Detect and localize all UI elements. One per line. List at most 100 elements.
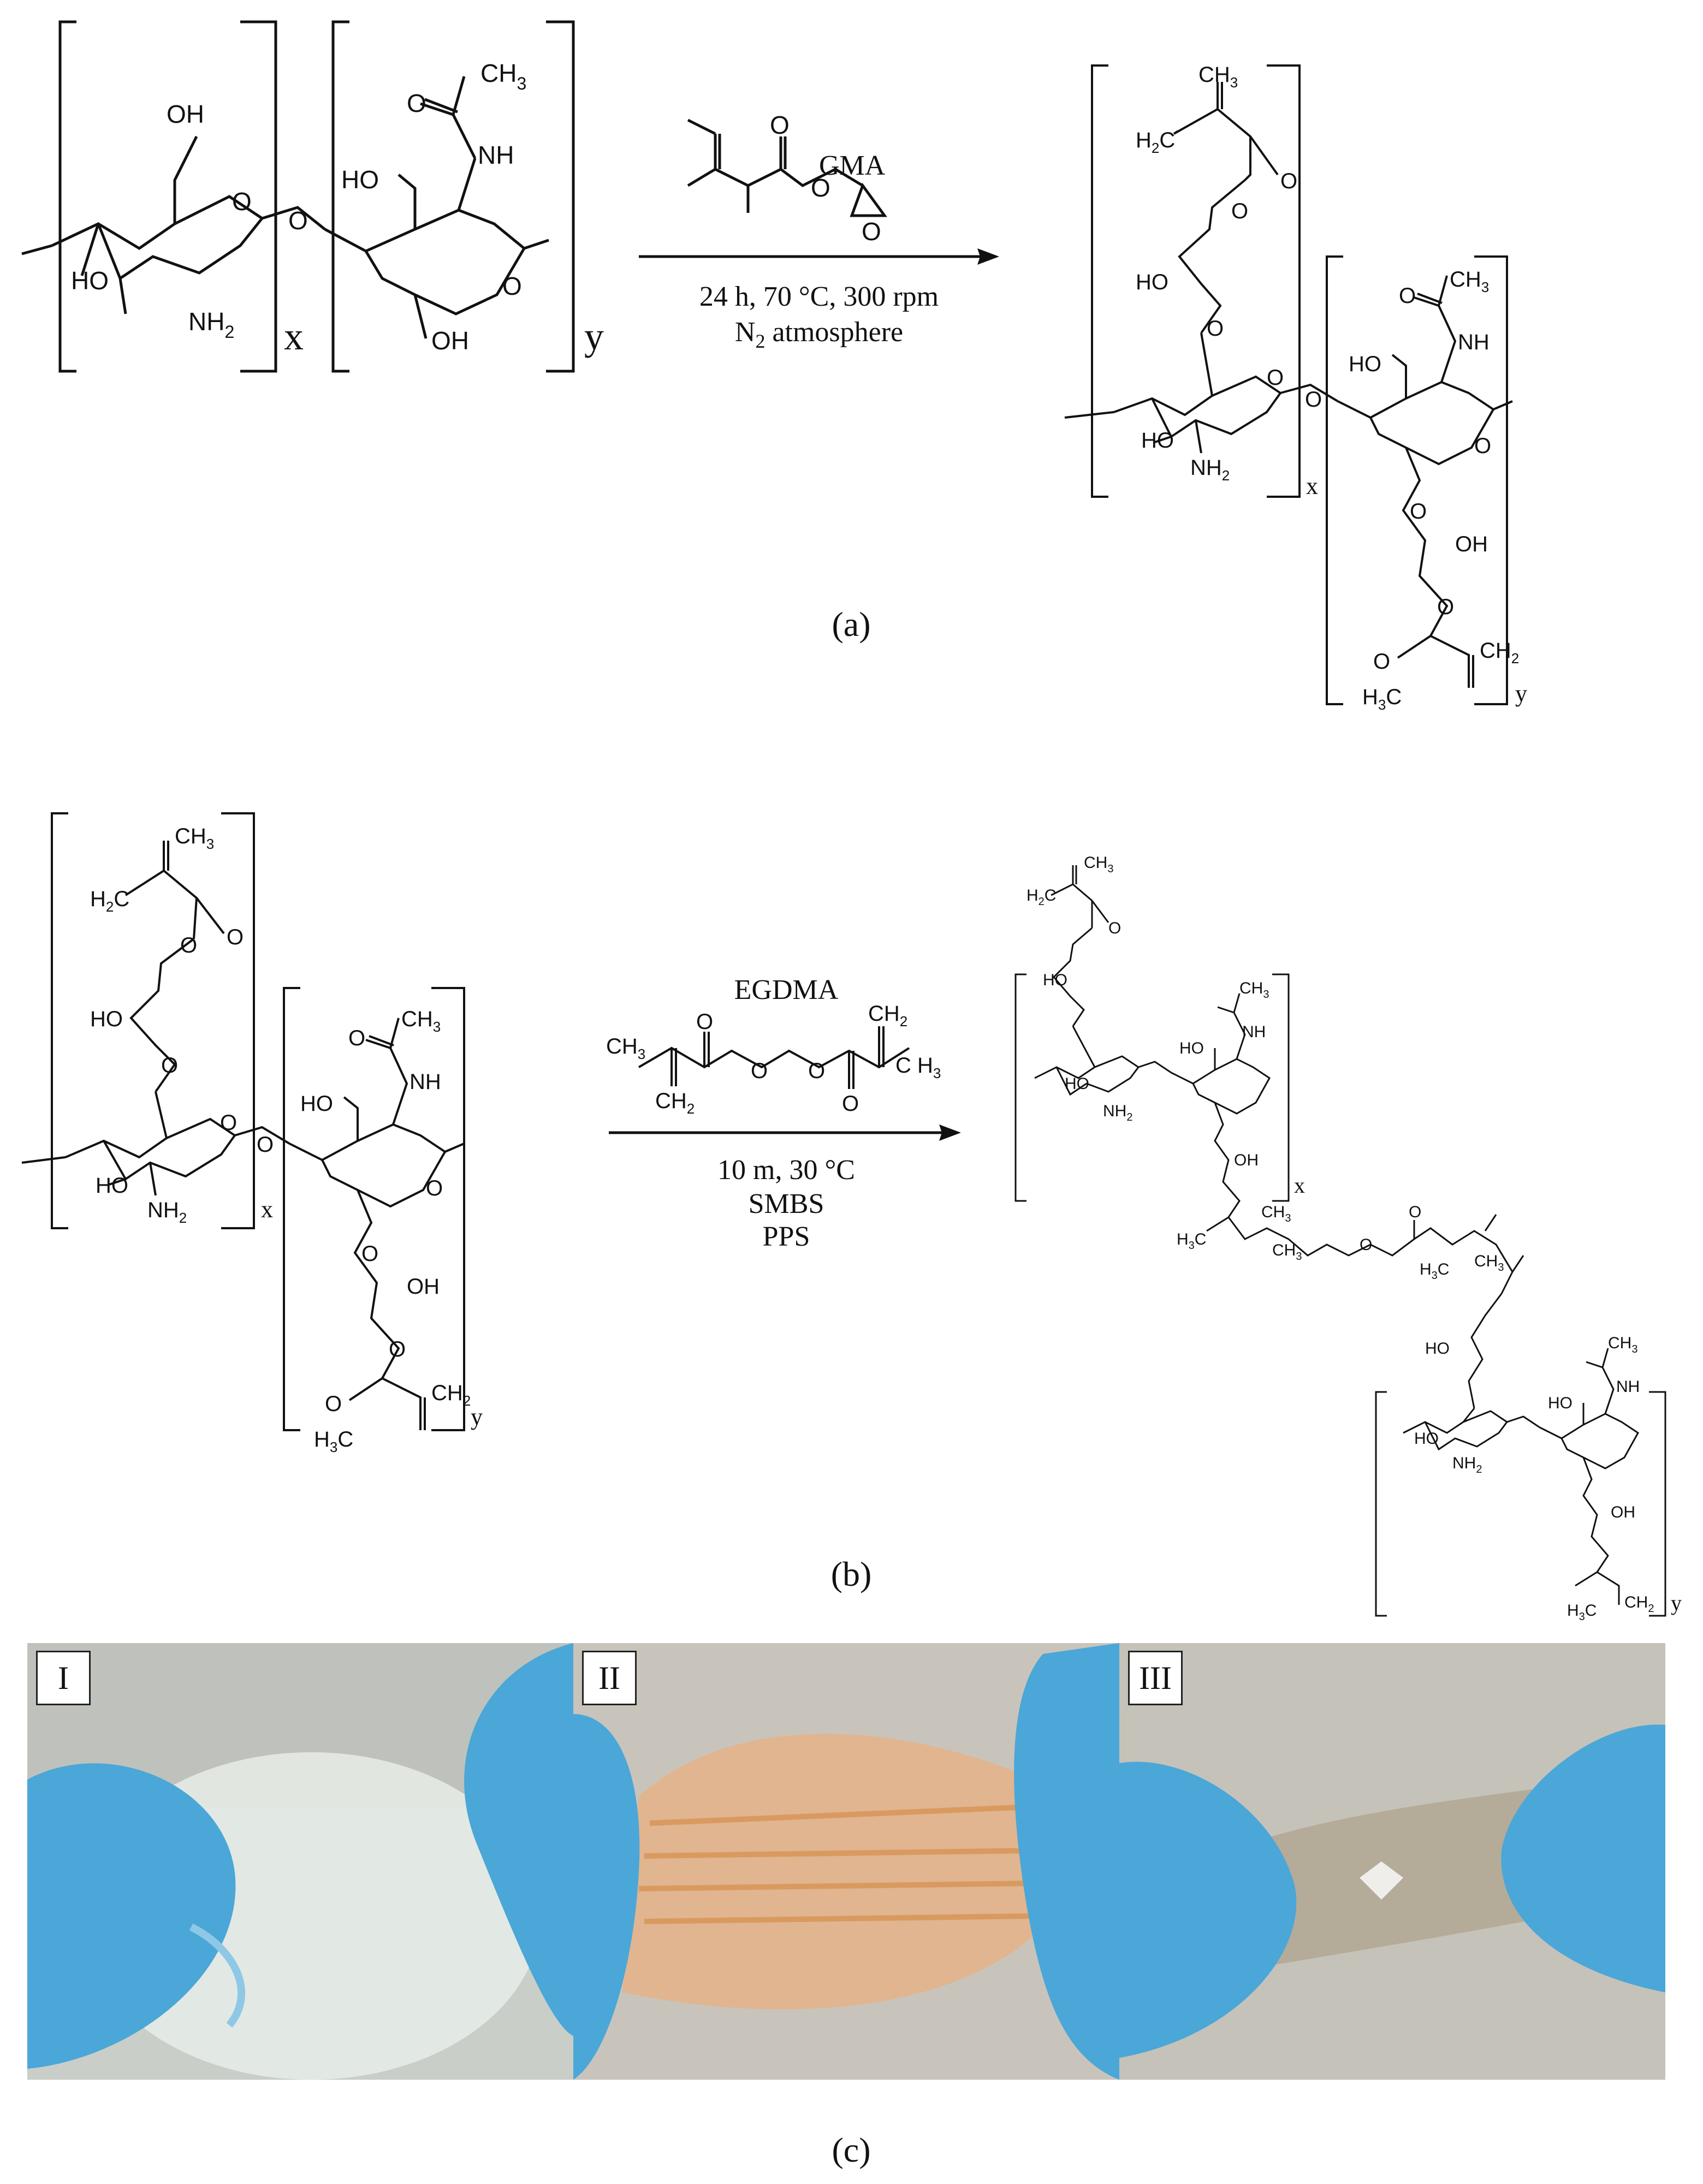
ring-oxygen: O [1267, 366, 1284, 390]
bracket-right [221, 812, 255, 1229]
glycosidic-oxygen: O [1305, 388, 1322, 412]
nh2-label: NH2 [1452, 1454, 1482, 1475]
panel-a-chitosan [21, 20, 575, 373]
bracket-left [1326, 255, 1343, 705]
ch2-label: CH2 [1624, 1593, 1654, 1615]
ring-oxygen: O [220, 1111, 237, 1135]
h3c-label: H3C [1177, 1230, 1206, 1252]
ring-1-nh2-bond [118, 278, 127, 314]
chain-start [21, 244, 52, 255]
bracket-left [51, 812, 68, 1229]
panel-a-product-labels: H2C CH3 O O HO O O HO NH2 O HO NH CH3 O … [1136, 63, 1527, 713]
bracket-left [283, 987, 300, 1431]
photo-panel-i: I [27, 1643, 573, 2080]
condition-a-line2: N2 atmosphere [735, 317, 903, 352]
ester-oxygen: O [180, 933, 197, 957]
carbonyl-oxygen: O [696, 1010, 713, 1034]
right-glove [464, 1643, 573, 2036]
h2c-label: H2C [1026, 886, 1056, 908]
acetyl-co-double [424, 98, 458, 114]
egdma-structure [638, 1026, 910, 1089]
ho-label: HO [1141, 429, 1174, 453]
gma-epoxide-oxygen: O [862, 217, 881, 246]
ring-2 [289, 1123, 447, 1208]
panel-b-product-labels: H2C CH3 O HO HO NH2 HO NH CH3 OH H3C CH3… [1026, 854, 1682, 1623]
nh2-label: NH2 [147, 1198, 187, 1226]
caption-c: (c) [832, 2131, 870, 2169]
left-glove [27, 1763, 236, 2069]
ester-oxygen: O [1437, 595, 1454, 619]
ch3-label: CH3 [606, 1034, 645, 1062]
ch3-label: CH3 [401, 1007, 441, 1035]
methacrylate-top [1173, 82, 1223, 135]
glycosidic-oxygen: O [257, 1133, 274, 1157]
nh-label: NH [410, 1070, 441, 1094]
ring-oxygen: O [502, 272, 522, 300]
lower-methacrylate [1397, 447, 1474, 688]
glycosidic-bond [1280, 383, 1339, 402]
ch2-label: CH2 [1480, 639, 1519, 666]
nh2-label: NH2 [1103, 1102, 1132, 1123]
condition-b-line1: 10 m, 30 °C [717, 1155, 855, 1186]
oh-label: OH [431, 326, 469, 355]
ether-oxygen: O [1410, 499, 1427, 523]
ho-label: HO [96, 1174, 128, 1198]
ring-2-substituents [1391, 275, 1457, 398]
ho-label: HO [1349, 352, 1381, 376]
conditions-a: 24 h, 70 °C, 300 rpm N2 atmosphere [699, 281, 939, 352]
caption-b: (b) [831, 1555, 872, 1593]
ester-oxygen: O [808, 1059, 825, 1083]
ring-2-ho-bond [397, 174, 417, 229]
ring-3-bonds [1462, 1408, 1540, 1429]
ether-oxygen: O [1207, 317, 1224, 341]
ho-label: HO [71, 266, 109, 295]
crosslink-carbonyls [1413, 1214, 1524, 1272]
bracket-right [240, 20, 277, 373]
bracket-right [546, 20, 575, 373]
photo-ii-illustration [573, 1643, 1119, 2080]
egdma-carbonyl-right [848, 1051, 855, 1089]
bracket-left [331, 20, 349, 373]
linker-chain [1178, 179, 1246, 334]
product-ring-2 [1171, 1058, 1271, 1115]
egdma-chain [638, 1046, 910, 1069]
glycosidic-bond [262, 206, 326, 230]
ho-label: HO [1425, 1340, 1450, 1358]
ring-1-substituents [109, 1091, 168, 1196]
oh-label: OH [1611, 1503, 1635, 1521]
reagent-gma: GMA [819, 150, 886, 181]
panel-b-product [1014, 865, 1666, 1617]
product-ring-1-bonds [1072, 1026, 1172, 1074]
carbonyl-oxygen: O [1399, 284, 1416, 308]
photo-label-ii: II [582, 1651, 637, 1705]
gma-methyl [687, 118, 716, 135]
product-ring-2 [1337, 380, 1495, 466]
carbonyl-oxygen: O [1108, 919, 1121, 937]
carbonyl-oxygen: O [407, 89, 426, 117]
chain-end [524, 239, 549, 250]
ring-oxygen: O [1474, 434, 1491, 458]
nh-label: NH [478, 141, 514, 169]
condition-b-line3: PPS [763, 1221, 810, 1252]
photo-iii-illustration [1119, 1643, 1665, 2080]
photo-panel-iii: III [1119, 1643, 1665, 2080]
gma-labels: O O O GMA [770, 111, 886, 246]
reagent-egdma: EGDMA [734, 974, 839, 1005]
bracket-left [1014, 973, 1026, 1202]
ether-oxygen: O [161, 1054, 178, 1078]
ch3-label: CH3 [1474, 1252, 1504, 1273]
ch2-label: CH2 [655, 1089, 695, 1117]
ring-substituents [1154, 420, 1202, 454]
egdma-carbonyl-left [703, 1032, 710, 1067]
bracket-right [1474, 255, 1508, 705]
h3c-label: H3C [1567, 1602, 1597, 1623]
nh-label: NH [1458, 330, 1490, 354]
upper-methacrylate [124, 841, 225, 1093]
ch3-label: CH3 [1084, 854, 1113, 875]
chain-ends [1064, 400, 1513, 419]
crosslink-chain [1206, 1102, 1241, 1232]
egdma-vinyl-left [670, 1048, 677, 1086]
bottom-methacrylate [1575, 1457, 1620, 1605]
nh-label: NH [1242, 1023, 1266, 1041]
ch3-label: CH3 [1272, 1241, 1302, 1263]
